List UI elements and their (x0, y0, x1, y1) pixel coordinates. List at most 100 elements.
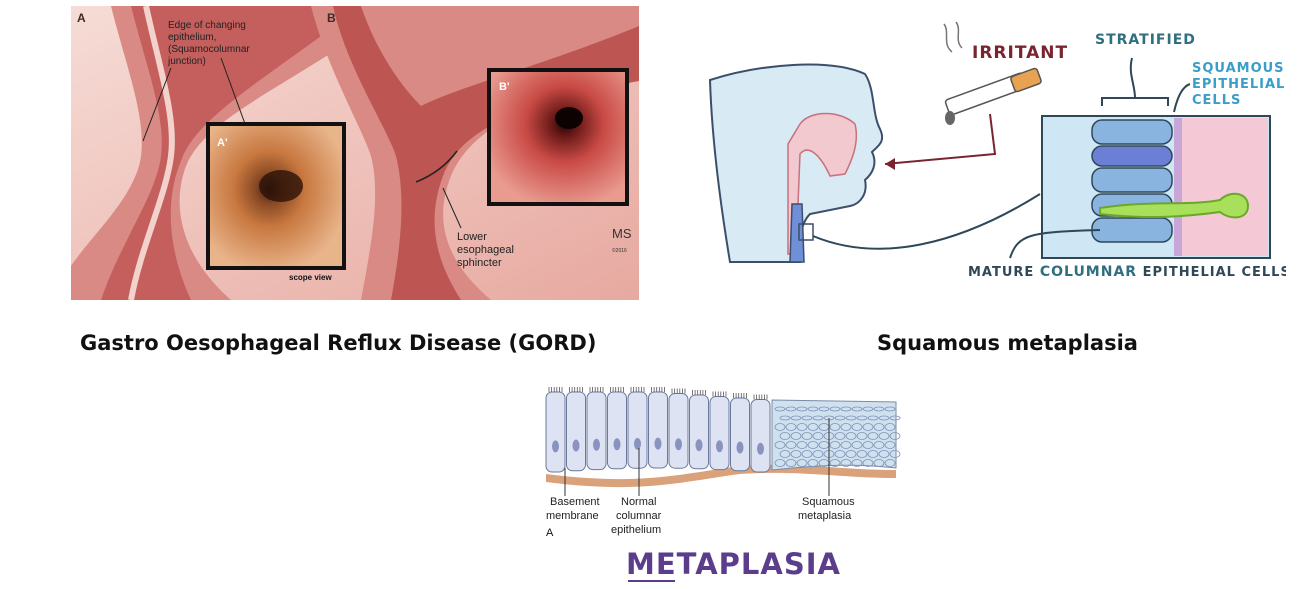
squamous-cell (796, 406, 808, 412)
inset-a-letter: A' (217, 137, 228, 149)
cell-nucleus (572, 439, 580, 452)
columnar-cell (730, 397, 750, 472)
squamous-cell (790, 432, 802, 440)
squamous-cell (889, 415, 901, 421)
squamous-cell (856, 415, 868, 421)
columnar-cells (545, 387, 771, 473)
squamous-cells (774, 406, 901, 467)
les-label-line-2: esophageal (457, 244, 514, 256)
squamous-illustration: IRRITANT STRATIFIED SQUAMOUS EPITHELIAL … (700, 14, 1290, 286)
logo-small: ©2016 (612, 247, 627, 254)
squamous-cell (889, 432, 901, 440)
squamous-cell (840, 423, 852, 431)
airway (787, 112, 857, 255)
columnar-cell (607, 391, 627, 470)
les-pointer (442, 187, 462, 229)
squamous-label-line-1: SQUAMOUS (1192, 61, 1285, 76)
columnar-cell (566, 391, 586, 472)
squamous-cell (796, 459, 808, 467)
connective-tissue (1180, 118, 1268, 256)
squamous-cell (774, 459, 786, 467)
cell-nucleus (634, 437, 641, 450)
squamous-cell (862, 406, 874, 412)
gord-caption: Gastro Oesophageal Reflux Disease (GORD) (80, 331, 597, 355)
squamous-label-line-2: EPITHELIAL (1192, 77, 1285, 92)
cell-nucleus (613, 438, 621, 451)
edge-label: Edge of changing epithelium, (Squamocolu… (167, 20, 250, 67)
squamous-cell (790, 415, 802, 421)
squamous-cell (779, 432, 791, 440)
squamous-cell (774, 406, 786, 412)
squamous-cell (840, 441, 852, 449)
trachea (789, 203, 805, 263)
squamous-cell (884, 406, 896, 412)
metaplasia-diagram: Basement membrane Normal columnar epithe… (540, 378, 910, 584)
columnar-cell (1099, 192, 1250, 219)
inset-b-letter: B' (499, 81, 510, 93)
squamous-illustration-svg: IRRITANT STRATIFIED SQUAMOUS EPITHELIAL … (708, 21, 1290, 280)
columnar-word: COLUMNAR (1040, 264, 1137, 280)
panel-a-letter: A (77, 11, 86, 25)
squamous-cell (845, 415, 857, 421)
squamous-cell (856, 432, 868, 440)
normal-line-2: columnar (616, 510, 662, 522)
squamous-cell (801, 450, 813, 458)
squamous-cells (1091, 119, 1173, 243)
squamous-cell (807, 441, 819, 449)
columnar-cell (627, 391, 648, 469)
squamous-cell (796, 441, 808, 449)
columnar-cell (689, 394, 709, 470)
columnar-cell (545, 391, 566, 473)
squamous-caption: Squamous metaplasia (877, 331, 1138, 355)
squamous-cell (884, 459, 896, 467)
edge-label-line-4: junction) (167, 56, 206, 67)
squamous-cell (867, 415, 879, 421)
squamous-cell (851, 441, 863, 449)
squamous-cell (840, 406, 852, 412)
edge-pointer-1 (142, 67, 172, 142)
panel-b-letter: B (327, 11, 336, 25)
squamous-cell (840, 459, 852, 467)
squamous-cell (878, 450, 890, 458)
squamous-cell (812, 415, 824, 421)
cell-nucleus (716, 440, 723, 453)
basement-line-1: Basement (550, 496, 600, 508)
squamous-cell (862, 459, 874, 467)
squamous-cell (884, 423, 896, 431)
squamous-label-line-3: CELLS (1192, 93, 1241, 108)
cell-nucleus (757, 442, 764, 455)
metaplasia-diagram-svg: Basement membrane Normal columnar epithe… (545, 387, 901, 582)
squamous-cell (878, 432, 890, 440)
les-label-line-1: Lower (457, 231, 487, 243)
columnar-cell (709, 396, 730, 471)
edge-label-line-3: (Squamocolumnar (168, 44, 250, 55)
squamous-cell (812, 450, 824, 458)
squamous-cell (785, 441, 797, 449)
basement-line-2: membrane (546, 510, 599, 522)
squamous-cell (818, 406, 830, 412)
columnar-cell (586, 391, 607, 471)
irritant-arrow (884, 113, 997, 165)
basement-membrane (1174, 118, 1182, 256)
squamous-cell (851, 459, 863, 467)
squamous-cell (884, 441, 896, 449)
squamous-cell (801, 415, 813, 421)
gord-illustration-svg: A B Edge of changing epithelium, (Squamo… (71, 5, 639, 301)
squamous-cell (774, 441, 786, 449)
squamous-cell (873, 459, 885, 467)
squamous-cell (862, 423, 874, 431)
squamous-line-2: metaplasia (798, 510, 852, 522)
columnar-cell (648, 391, 668, 469)
squamous-cell (851, 406, 863, 412)
squamous-cell (829, 406, 841, 412)
cell-nucleus (695, 439, 703, 452)
squamous-cell (785, 459, 797, 467)
squamous-cell (834, 432, 846, 440)
panel-letter: A (546, 527, 554, 539)
columnar-cell (750, 399, 771, 473)
squamous-cell (807, 459, 819, 467)
columnar-cell (668, 393, 689, 469)
squamous-cell (873, 406, 885, 412)
squamous-cell (867, 450, 879, 458)
logo-letters: MS (612, 226, 632, 241)
